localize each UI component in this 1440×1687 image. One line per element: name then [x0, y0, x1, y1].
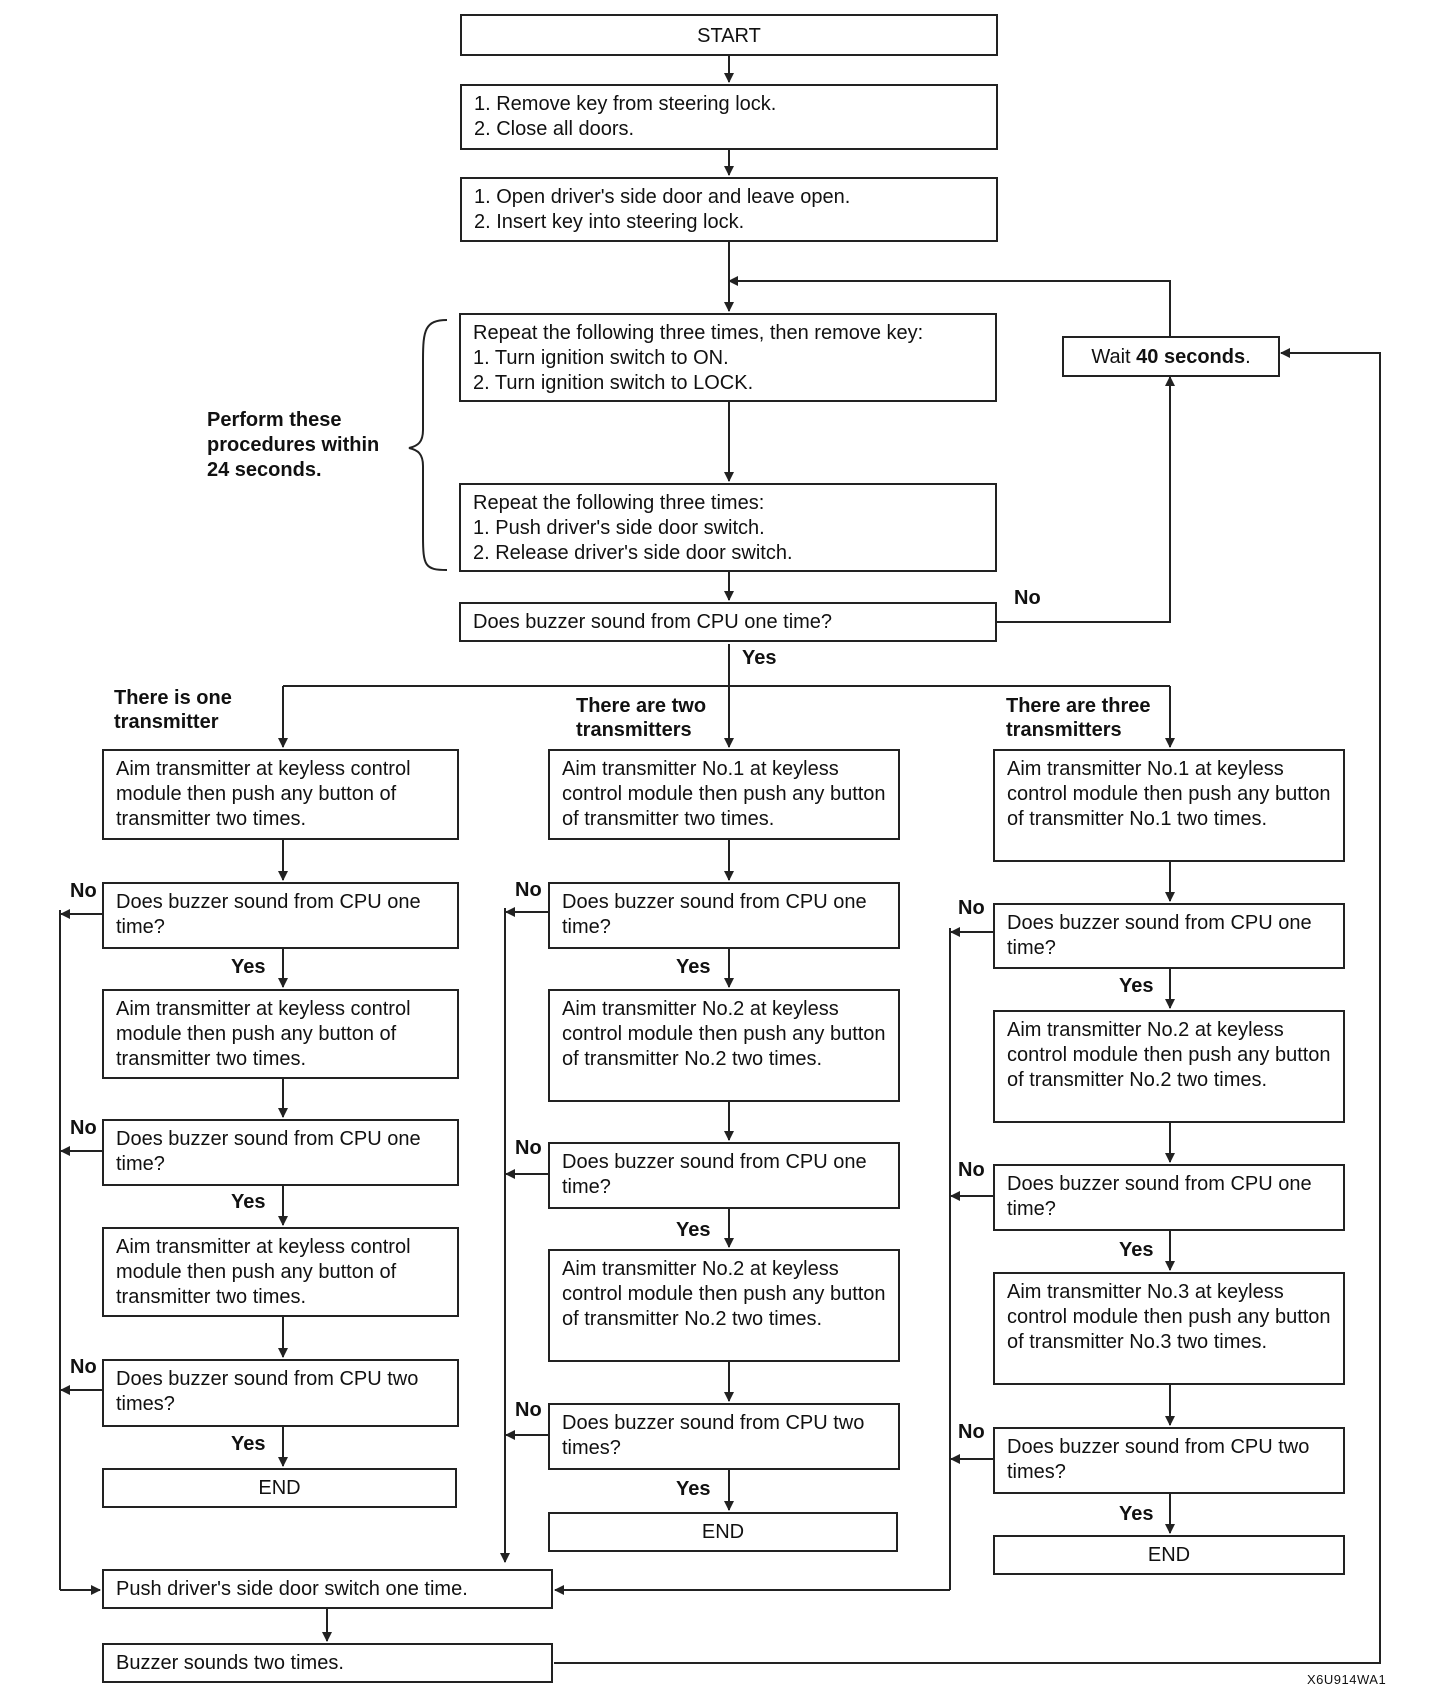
- branch-two-heading-l1: There are two: [576, 695, 707, 717]
- col2-q3-box: Does buzzer sound from CPU two times?: [548, 1403, 900, 1470]
- branch-one-heading: There is one transmitter: [114, 686, 232, 734]
- col1-q2-box: Does buzzer sound from CPU one time?: [102, 1119, 459, 1186]
- col1-yes1-label: Yes: [231, 956, 266, 978]
- col1-no3-label: No: [70, 1356, 97, 1378]
- branch-three-heading-l1: There are three: [1006, 695, 1151, 717]
- branch-one-heading-l1: There is one: [114, 687, 232, 709]
- branch-one-heading-l2: transmitter: [114, 711, 219, 733]
- step2-box: 1. Open driver's side door and leave ope…: [460, 177, 998, 242]
- col3-aim1-box: Aim transmitter No.1 at keyless control …: [993, 749, 1345, 862]
- label-no-main: No: [1014, 587, 1041, 609]
- col3-yes2-label: Yes: [1119, 1239, 1154, 1261]
- branch-three-heading: There are three transmitters: [1006, 694, 1151, 742]
- col3-q2-box: Does buzzer sound from CPU one time?: [993, 1164, 1345, 1231]
- col1-q1-box: Does buzzer sound from CPU one time?: [102, 882, 459, 949]
- col2-no1-label: No: [515, 879, 542, 901]
- col2-aim2-box: Aim transmitter No.2 at keyless control …: [548, 989, 900, 1102]
- step3-line3: 2. Turn ignition switch to LOCK.: [473, 372, 754, 394]
- col1-aim3-box: Aim transmitter at keyless control modul…: [102, 1227, 459, 1317]
- col1-no2-label: No: [70, 1117, 97, 1139]
- col1-q3-box: Does buzzer sound from CPU two times?: [102, 1359, 459, 1427]
- col2-yes3-label: Yes: [676, 1478, 711, 1500]
- step2-line2: 2. Insert key into steering lock.: [474, 211, 745, 233]
- col3-yes3-label: Yes: [1119, 1503, 1154, 1525]
- step3-line1: Repeat the following three times, then r…: [473, 322, 924, 344]
- col1-yes3-label: Yes: [231, 1433, 266, 1455]
- label-yes-main: Yes: [742, 647, 777, 669]
- step2-line1: 1. Open driver's side door and leave ope…: [474, 186, 851, 208]
- perform-note-line2: procedures within: [207, 434, 380, 456]
- arrow-return-to-wait: [554, 348, 1381, 1664]
- perform-note-line1: Perform these: [207, 409, 342, 431]
- push-once-box: Push driver's side door switch one time.: [102, 1569, 553, 1609]
- arrow-wait-to-loop: [729, 280, 1171, 336]
- perform-note: Perform these procedures within 24 secon…: [207, 408, 407, 483]
- col1-no1-label: No: [70, 880, 97, 902]
- step1-line2: 2. Close all doors.: [474, 118, 635, 140]
- col3-no1-label: No: [958, 897, 985, 919]
- figure-code: X6U914WA1: [1307, 1672, 1387, 1687]
- col3-aim2-box: Aim transmitter No.2 at keyless control …: [993, 1010, 1345, 1123]
- col2-aim3-box: Aim transmitter No.2 at keyless control …: [548, 1249, 900, 1362]
- col3-end-box: END: [993, 1535, 1345, 1575]
- wait-box: Wait 40 seconds.: [1062, 336, 1280, 377]
- branch-two-heading-l2: transmitters: [576, 719, 692, 741]
- start-box: START: [460, 14, 998, 56]
- col1-yes2-label: Yes: [231, 1191, 266, 1213]
- step3-line2: 1. Turn ignition switch to ON.: [473, 347, 729, 369]
- buzzer-twice-box: Buzzer sounds two times.: [102, 1643, 553, 1683]
- branch-two-heading: There are two transmitters: [576, 694, 706, 742]
- step4-line1: Repeat the following three times:: [473, 492, 765, 514]
- col2-no3-label: No: [515, 1399, 542, 1421]
- step1-box: 1. Remove key from steering lock. 2. Clo…: [460, 84, 998, 150]
- question-main-box: Does buzzer sound from CPU one time?: [459, 602, 997, 642]
- col2-no2-label: No: [515, 1137, 542, 1159]
- arrow-no-to-wait: [996, 376, 1175, 623]
- col2-q1-box: Does buzzer sound from CPU one time?: [548, 882, 900, 949]
- col3-q3-box: Does buzzer sound from CPU two times?: [993, 1427, 1345, 1494]
- branch-three-heading-l2: transmitters: [1006, 719, 1122, 741]
- perform-note-line3: 24 seconds.: [207, 459, 322, 481]
- procedure-brace: [408, 319, 448, 571]
- col2-yes2-label: Yes: [676, 1219, 711, 1241]
- wait-prefix: Wait: [1091, 346, 1137, 368]
- col2-aim1-box: Aim transmitter No.1 at keyless control …: [548, 749, 900, 840]
- col3-no3-label: No: [958, 1421, 985, 1443]
- col2-end-box: END: [548, 1512, 898, 1552]
- col2-yes1-label: Yes: [676, 956, 711, 978]
- step4-line2: 1. Push driver's side door switch.: [473, 517, 765, 539]
- step3-box: Repeat the following three times, then r…: [459, 313, 997, 402]
- question-main-text: Does buzzer sound from CPU one time?: [473, 611, 833, 633]
- wait-duration: 40 seconds: [1136, 346, 1246, 368]
- wait-suffix: .: [1245, 346, 1251, 368]
- step4-box: Repeat the following three times: 1. Pus…: [459, 483, 997, 572]
- step1-line1: 1. Remove key from steering lock.: [474, 93, 777, 115]
- start-label: START: [697, 25, 761, 47]
- col1-aim2-box: Aim transmitter at keyless control modul…: [102, 989, 459, 1079]
- step4-line3: 2. Release driver's side door switch.: [473, 542, 793, 564]
- col3-yes1-label: Yes: [1119, 975, 1154, 997]
- col1-end-box: END: [102, 1468, 457, 1508]
- col3-no2-label: No: [958, 1159, 985, 1181]
- col1-aim1-box: Aim transmitter at keyless control modul…: [102, 749, 459, 840]
- col3-q1-box: Does buzzer sound from CPU one time?: [993, 903, 1345, 969]
- col2-q2-box: Does buzzer sound from CPU one time?: [548, 1142, 900, 1209]
- col3-aim3-box: Aim transmitter No.3 at keyless control …: [993, 1272, 1345, 1385]
